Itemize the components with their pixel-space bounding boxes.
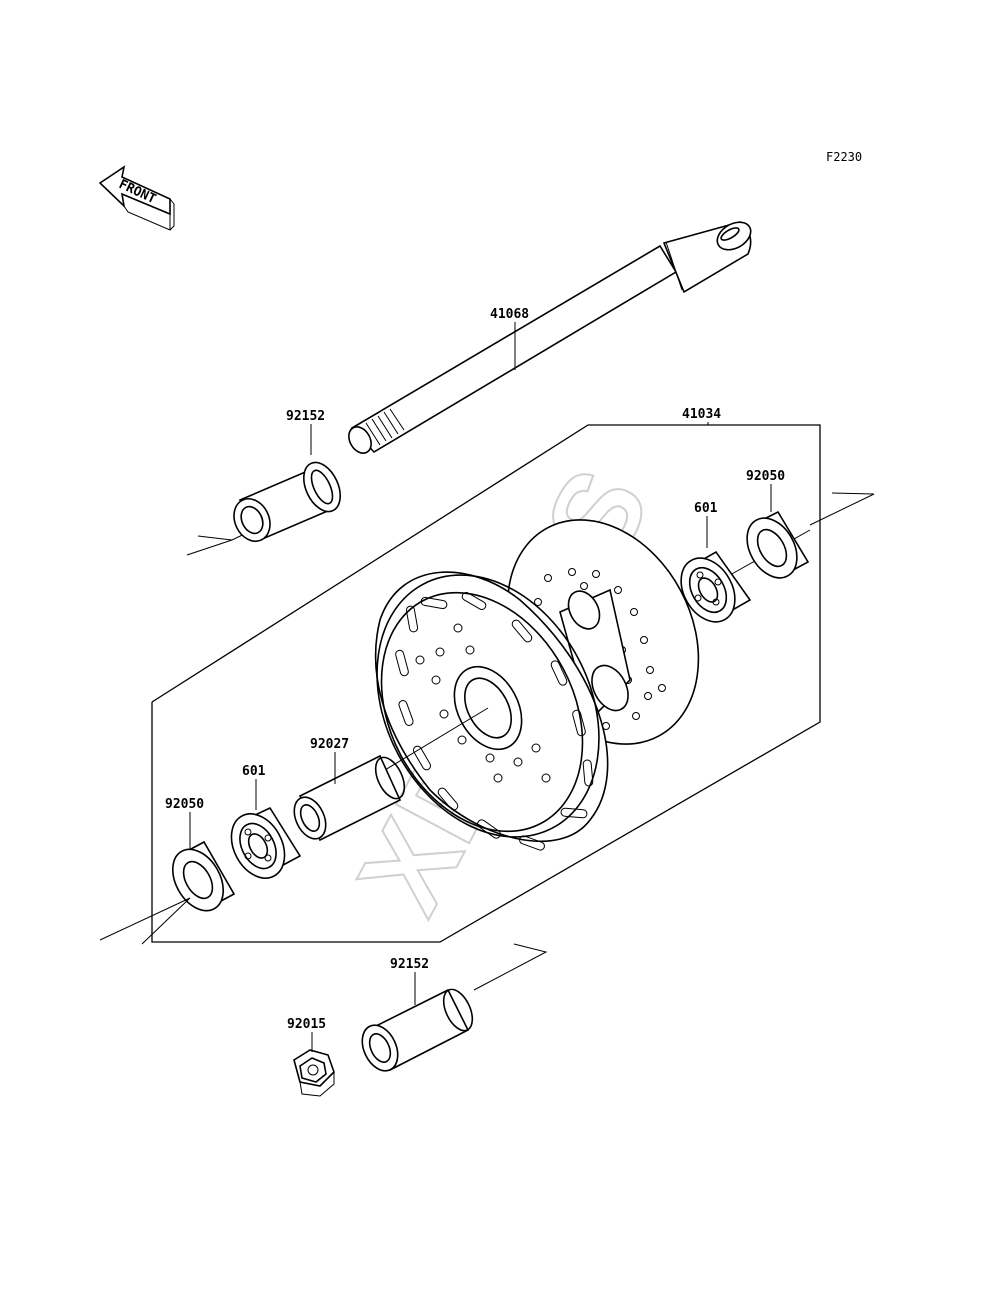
label-seal-right: 92050: [746, 469, 785, 484]
front-arrow-icon: FRONT: [98, 165, 175, 231]
label-axle: 41068: [490, 307, 529, 322]
label-nut: 92015: [287, 1017, 326, 1032]
hub-group-bracket: [151, 424, 821, 943]
label-hub: 41034: [682, 407, 721, 422]
part-labels: 41068 92152 41034 92050 601 92027 601 92…: [165, 307, 785, 1032]
nut: [293, 1049, 335, 1097]
label-seal-left: 92050: [165, 797, 204, 812]
leader-lines: [189, 322, 772, 1052]
label-collar-lower: 92152: [390, 957, 429, 972]
axle-centerline-right: [809, 492, 875, 526]
axle: [348, 221, 752, 454]
bearing-right: [680, 550, 752, 623]
seal-right: [746, 510, 810, 579]
collar-lower: [361, 988, 474, 1072]
axle-centerline-lower: [473, 943, 548, 991]
hub: [359, 519, 700, 851]
axle-centerline-upper: [186, 535, 233, 556]
seal-left: [171, 840, 236, 912]
collar-upper: [233, 461, 341, 542]
label-bearing-left: 601: [242, 764, 266, 779]
label-bearing-right: 601: [694, 501, 718, 516]
label-collar-upper: 92152: [286, 409, 325, 424]
spacer: [293, 754, 406, 842]
label-spacer: 92027: [310, 737, 349, 752]
bearing-left: [230, 806, 302, 879]
axle-centerline-left: [99, 897, 191, 945]
figure-code: F2230: [826, 150, 862, 164]
